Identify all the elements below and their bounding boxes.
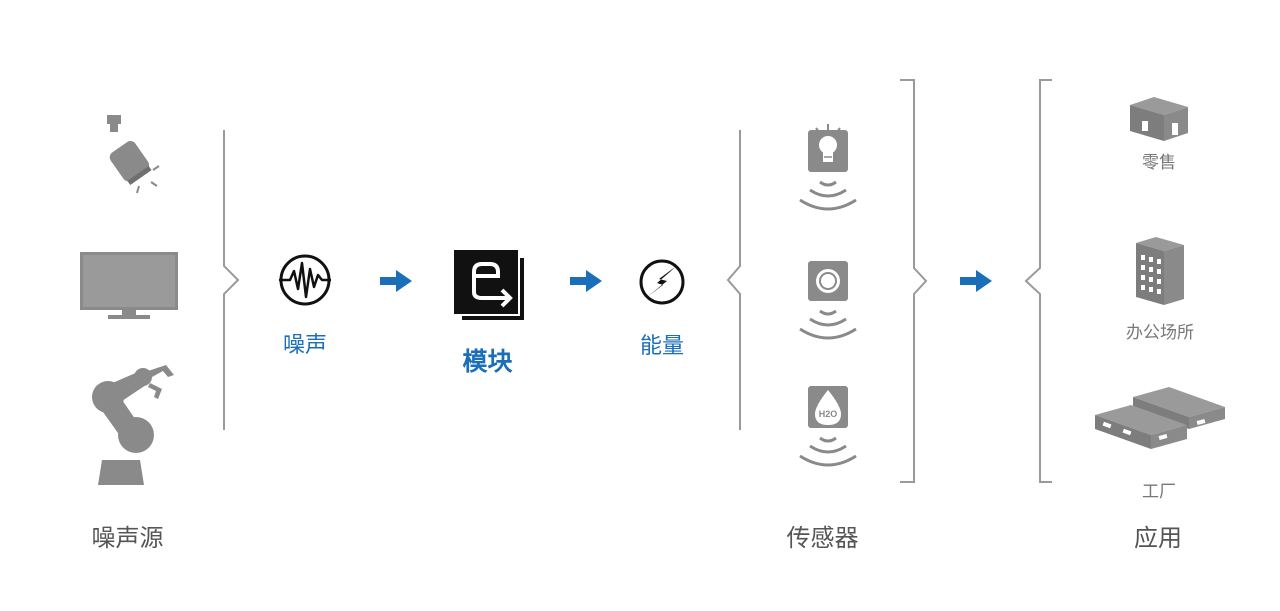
applications-label: 应用 xyxy=(1134,524,1182,552)
flow-arrow xyxy=(380,270,412,292)
flow-arrow xyxy=(570,270,602,292)
monitor-icon xyxy=(80,252,180,322)
module-icon xyxy=(454,250,526,322)
spotlight-icon xyxy=(95,112,165,197)
office-label: 办公场所 xyxy=(1126,323,1194,343)
energy-bolt-icon xyxy=(637,257,687,307)
bracket-sensors-right xyxy=(898,78,932,484)
water-sensor-icon: H2O xyxy=(798,378,858,468)
robot-arm-icon xyxy=(88,365,183,487)
camera-sensor-icon xyxy=(798,255,858,345)
office-building-icon xyxy=(1132,235,1188,307)
retail-label: 零售 xyxy=(1142,153,1176,173)
energy-label: 能量 xyxy=(639,334,684,359)
bracket-sensors-left xyxy=(726,128,756,433)
sensors-label: 传感器 xyxy=(786,524,859,552)
module-label: 模块 xyxy=(462,347,513,376)
bracket-applications xyxy=(1022,78,1056,484)
retail-building-icon xyxy=(1128,95,1190,143)
bracket-left xyxy=(216,128,246,433)
flow-arrow xyxy=(960,270,992,292)
water-sensor-text: H2O xyxy=(819,409,838,419)
factory-building-icon xyxy=(1093,385,1227,457)
light-sensor-icon xyxy=(798,120,858,215)
noise-source-label: 噪声源 xyxy=(91,524,164,552)
noise-label: 噪声 xyxy=(282,333,327,358)
noise-wave-icon xyxy=(276,253,334,307)
factory-label: 工厂 xyxy=(1142,482,1176,502)
